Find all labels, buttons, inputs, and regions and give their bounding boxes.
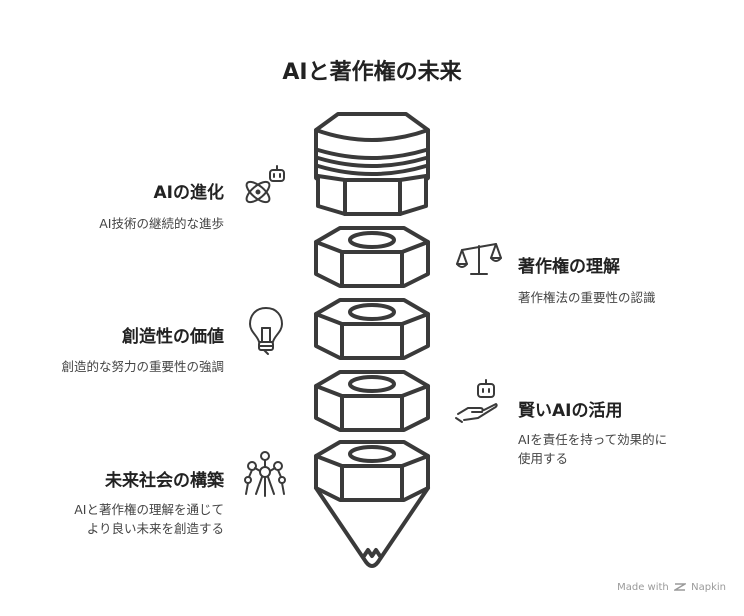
lightbulb-icon: [249, 307, 283, 355]
item-heading-smart-ai: 賢いAIの活用: [518, 401, 623, 421]
atom-robot-icon: [245, 165, 285, 204]
item-heading-copyright: 著作権の理解: [518, 257, 620, 277]
page-title: AIと著作権の未来: [282, 60, 462, 85]
nut-2: [314, 298, 430, 360]
item-desc-ai-evolution: AI技術の継続的な進歩: [99, 216, 224, 231]
nut-3: [314, 370, 430, 432]
footer-brand: Napkin: [691, 582, 726, 593]
network-icon: [244, 451, 286, 497]
item-desc-future-society: AIと著作権の理解を通じて より良い未来を創造する: [74, 502, 224, 536]
footer-attribution: Made with Napkin: [617, 582, 726, 593]
footer-made-with: Made with: [617, 582, 669, 593]
scales-icon: [456, 243, 502, 275]
item-heading-ai-evolution: AIの進化: [153, 183, 224, 203]
robot-hand-icon: [455, 379, 498, 423]
item-heading-creativity: 創造性の価値: [122, 327, 224, 347]
top-cap: [314, 112, 430, 216]
item-desc-creativity: 創造的な努力の重要性の強調: [61, 359, 224, 374]
item-desc-copyright: 著作権法の重要性の認識: [518, 290, 656, 305]
nut-4-tip: [314, 440, 430, 568]
item-heading-future-society: 未来社会の構築: [105, 471, 224, 491]
napkin-logo-icon: [673, 583, 686, 591]
nut-1: [314, 226, 430, 288]
item-desc-smart-ai: AIを責任を持って効果的に 使用する: [518, 432, 668, 466]
